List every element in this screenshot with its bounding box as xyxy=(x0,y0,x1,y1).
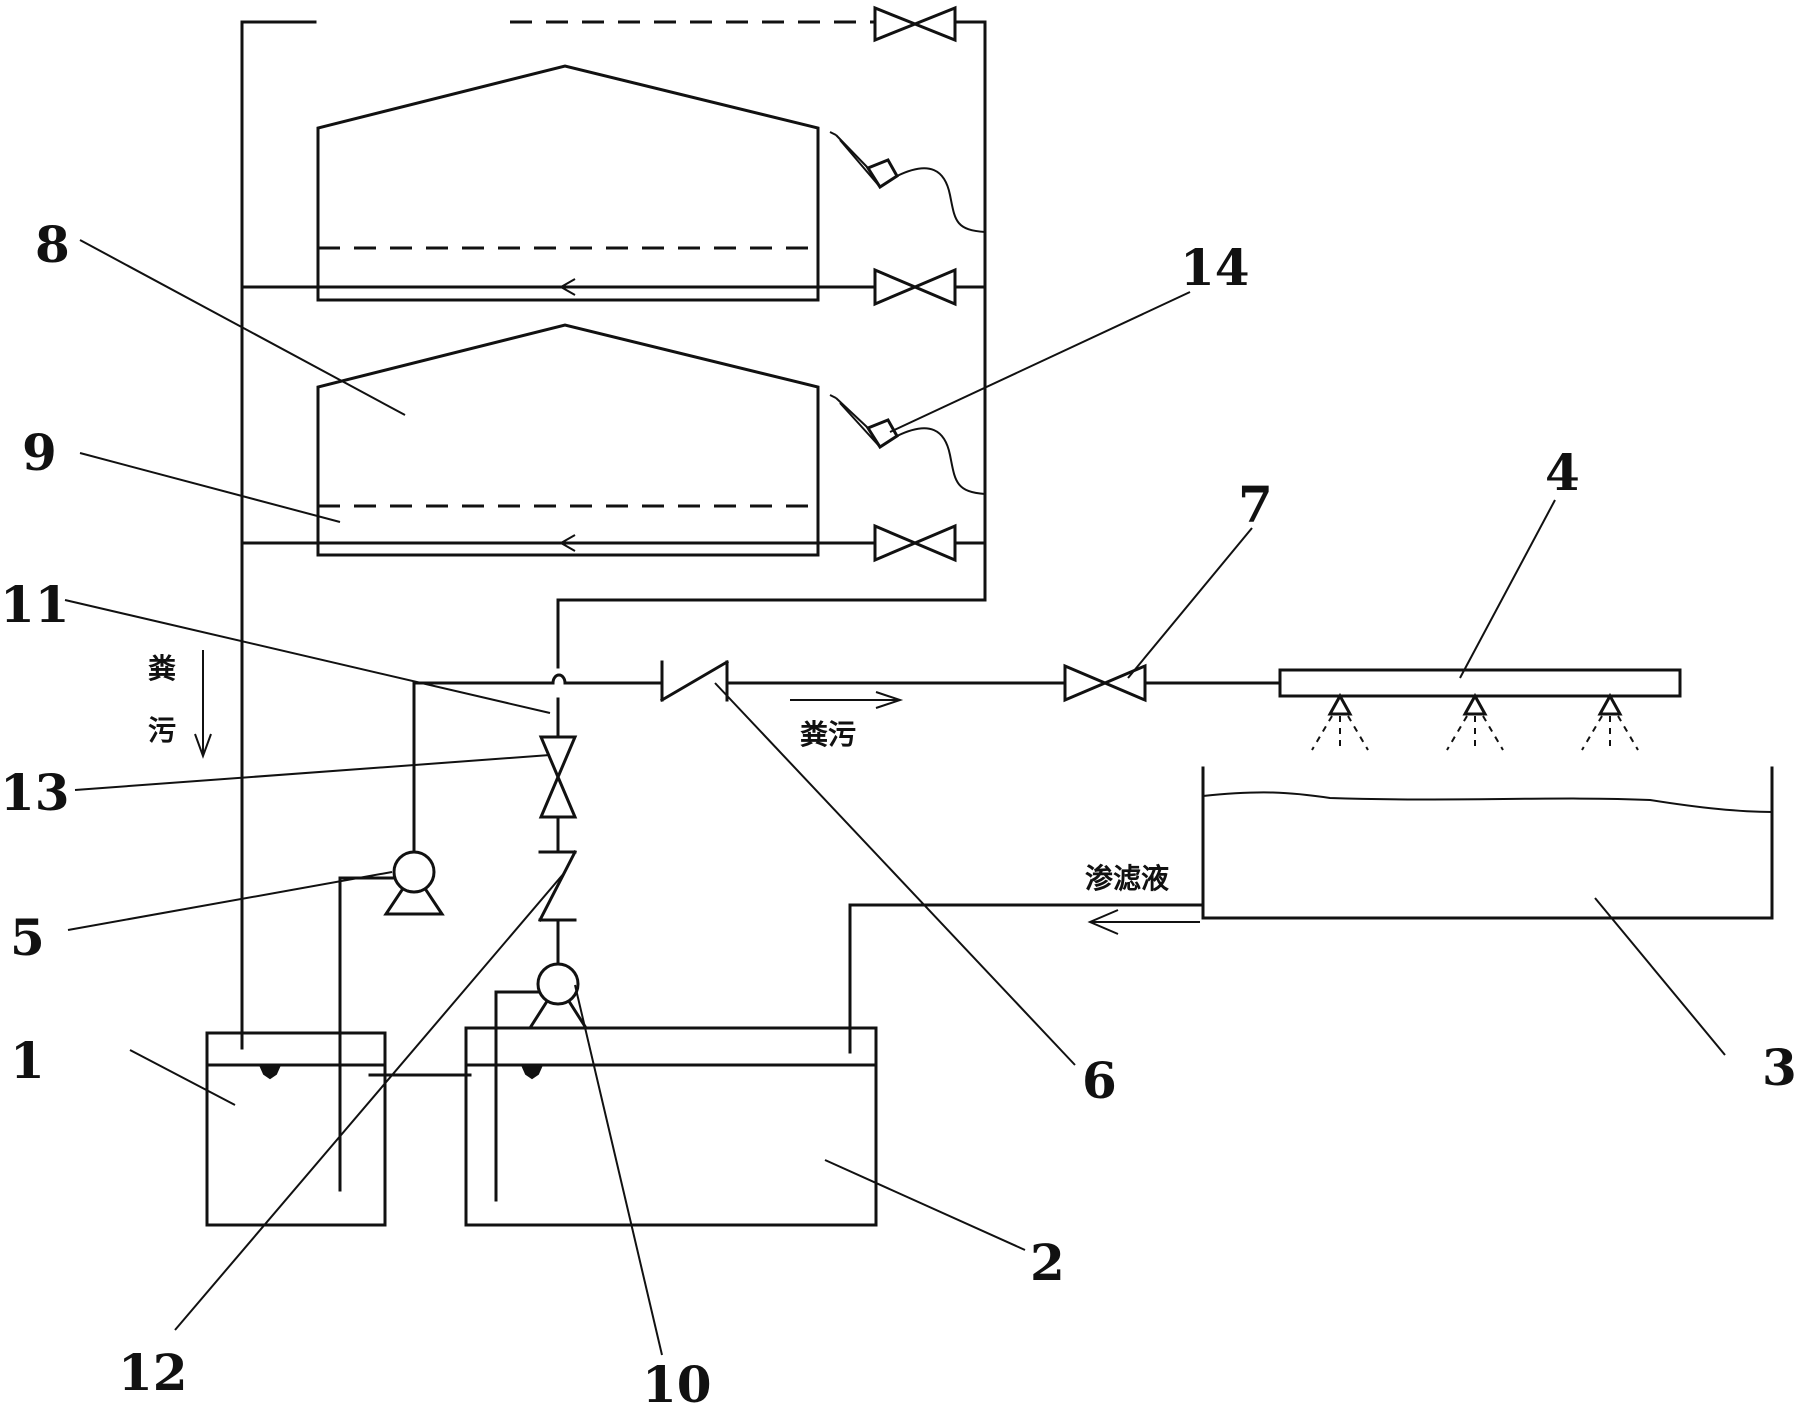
upper-flush-valve xyxy=(873,267,957,307)
label-1: 1 xyxy=(10,1031,45,1090)
tank-2 xyxy=(464,1026,878,1227)
left-main-pipe xyxy=(240,20,317,1050)
label-7: 7 xyxy=(1238,475,1273,534)
lower-spray-nozzle xyxy=(829,394,986,495)
leader-lines xyxy=(64,239,1726,1356)
leachate-label: 渗滤液 xyxy=(1085,862,1169,895)
tank-1 xyxy=(205,1031,387,1227)
valve-13 xyxy=(538,735,578,819)
sprayer-bar-4 xyxy=(1278,668,1682,698)
pump-5 xyxy=(383,850,445,916)
tank1-agitator xyxy=(258,1064,282,1080)
label-14: 14 xyxy=(1180,238,1250,297)
label-11: 11 xyxy=(0,575,70,634)
tank2-agitator xyxy=(520,1064,544,1080)
lower-channel-arrow xyxy=(558,534,576,552)
label-5: 5 xyxy=(10,908,45,967)
upper-spray-nozzle xyxy=(829,131,986,233)
compost-surface xyxy=(1202,791,1773,813)
right-riser-pipe xyxy=(556,20,987,669)
upper-channel-arrow xyxy=(558,278,576,296)
lower-flush-valve xyxy=(873,523,957,563)
label-10: 10 xyxy=(642,1355,712,1405)
label-8: 8 xyxy=(35,215,70,274)
label-12: 12 xyxy=(118,1343,188,1402)
label-6: 6 xyxy=(1082,1051,1117,1110)
sprayer-nozzles xyxy=(1311,692,1639,751)
pump5-discharge-pipe xyxy=(412,681,555,857)
label-13: 13 xyxy=(0,763,70,822)
manure-down-arrow xyxy=(194,650,212,759)
top-valve xyxy=(873,5,957,43)
manure-right-arrow xyxy=(790,691,904,709)
label-4: 4 xyxy=(1545,443,1580,502)
pipe-crossover-bump xyxy=(551,673,567,685)
check-valve-12 xyxy=(537,849,578,923)
label-3: 3 xyxy=(1762,1038,1797,1097)
check-valve-6 xyxy=(659,659,730,703)
upper-barn-roof xyxy=(316,64,820,302)
label-9: 9 xyxy=(22,423,57,482)
leachate-return-pipe xyxy=(848,903,1205,1054)
manure-horizontal-label: 粪污 xyxy=(800,718,856,751)
pump5-suction-pipe xyxy=(338,876,396,1192)
pump10-suction-pipe xyxy=(494,990,540,1202)
compost-bed-3 xyxy=(1201,766,1774,920)
manure-vertical-label-1: 粪 xyxy=(148,652,176,685)
lower-barn-roof xyxy=(316,323,820,557)
valve-7 xyxy=(1063,663,1147,703)
manure-vertical-label-2: 污 xyxy=(148,714,176,747)
label-2: 2 xyxy=(1030,1233,1065,1292)
